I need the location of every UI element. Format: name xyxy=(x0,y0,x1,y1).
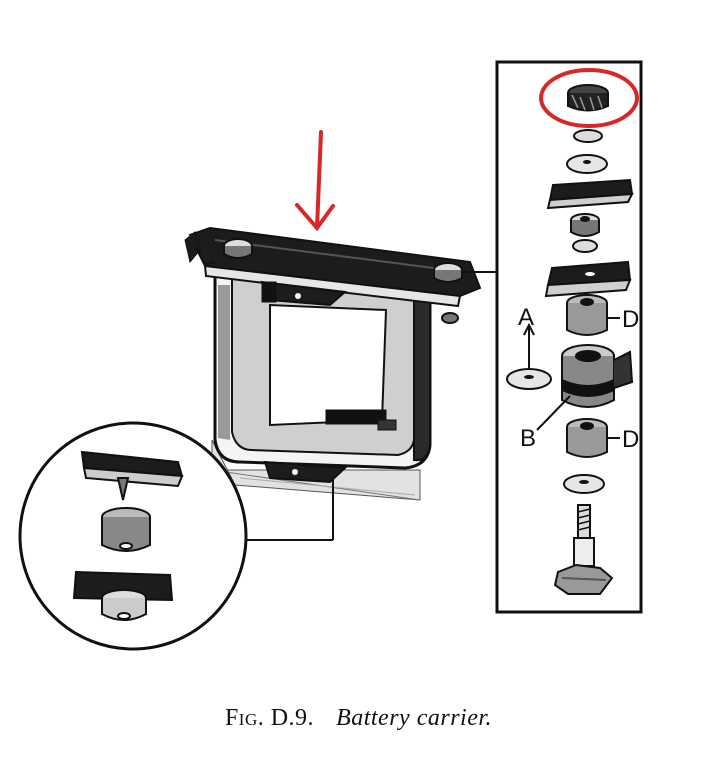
bottom-clamp xyxy=(263,460,348,484)
red-pointer-arrow xyxy=(295,130,335,232)
terminal-plate-upper xyxy=(546,178,634,210)
left-clamp-nut xyxy=(223,238,253,259)
plain-washer-top xyxy=(566,154,608,174)
battery-carrier-diagram: D A B D xyxy=(18,60,643,651)
label-d-lower: D xyxy=(622,426,639,453)
spring-washer-mid xyxy=(572,239,598,253)
figure-description: Battery carrier. xyxy=(336,705,493,731)
label-a: A xyxy=(518,304,534,331)
battery-carrier xyxy=(184,226,482,501)
hex-nut xyxy=(570,213,600,237)
detail-bush xyxy=(101,507,151,552)
label-d-upper: D xyxy=(622,306,639,333)
highlight-circle xyxy=(539,68,639,128)
bush-d-lower xyxy=(566,418,608,458)
terminal-clamp-b xyxy=(561,344,634,408)
exploded-view-panel: D A B D xyxy=(495,60,643,614)
bush-d-upper xyxy=(566,294,608,336)
detail-plate-with-bush xyxy=(72,570,174,621)
label-b: B xyxy=(520,425,536,452)
washer-a xyxy=(506,368,552,390)
spring-washer-top xyxy=(573,129,603,143)
plain-washer-bottom xyxy=(563,474,605,494)
right-clamp-nut xyxy=(433,262,463,283)
terminal-plate-lower xyxy=(544,260,632,298)
figure-caption: Fig. D.9. Battery carrier. xyxy=(0,705,717,732)
terminal-bolt xyxy=(553,504,614,595)
detail-plate-with-pin xyxy=(80,450,184,501)
figure-number: Fig. D.9. xyxy=(224,705,315,731)
knurled-nut xyxy=(567,84,609,112)
detail-magnifier-circle xyxy=(18,421,248,651)
